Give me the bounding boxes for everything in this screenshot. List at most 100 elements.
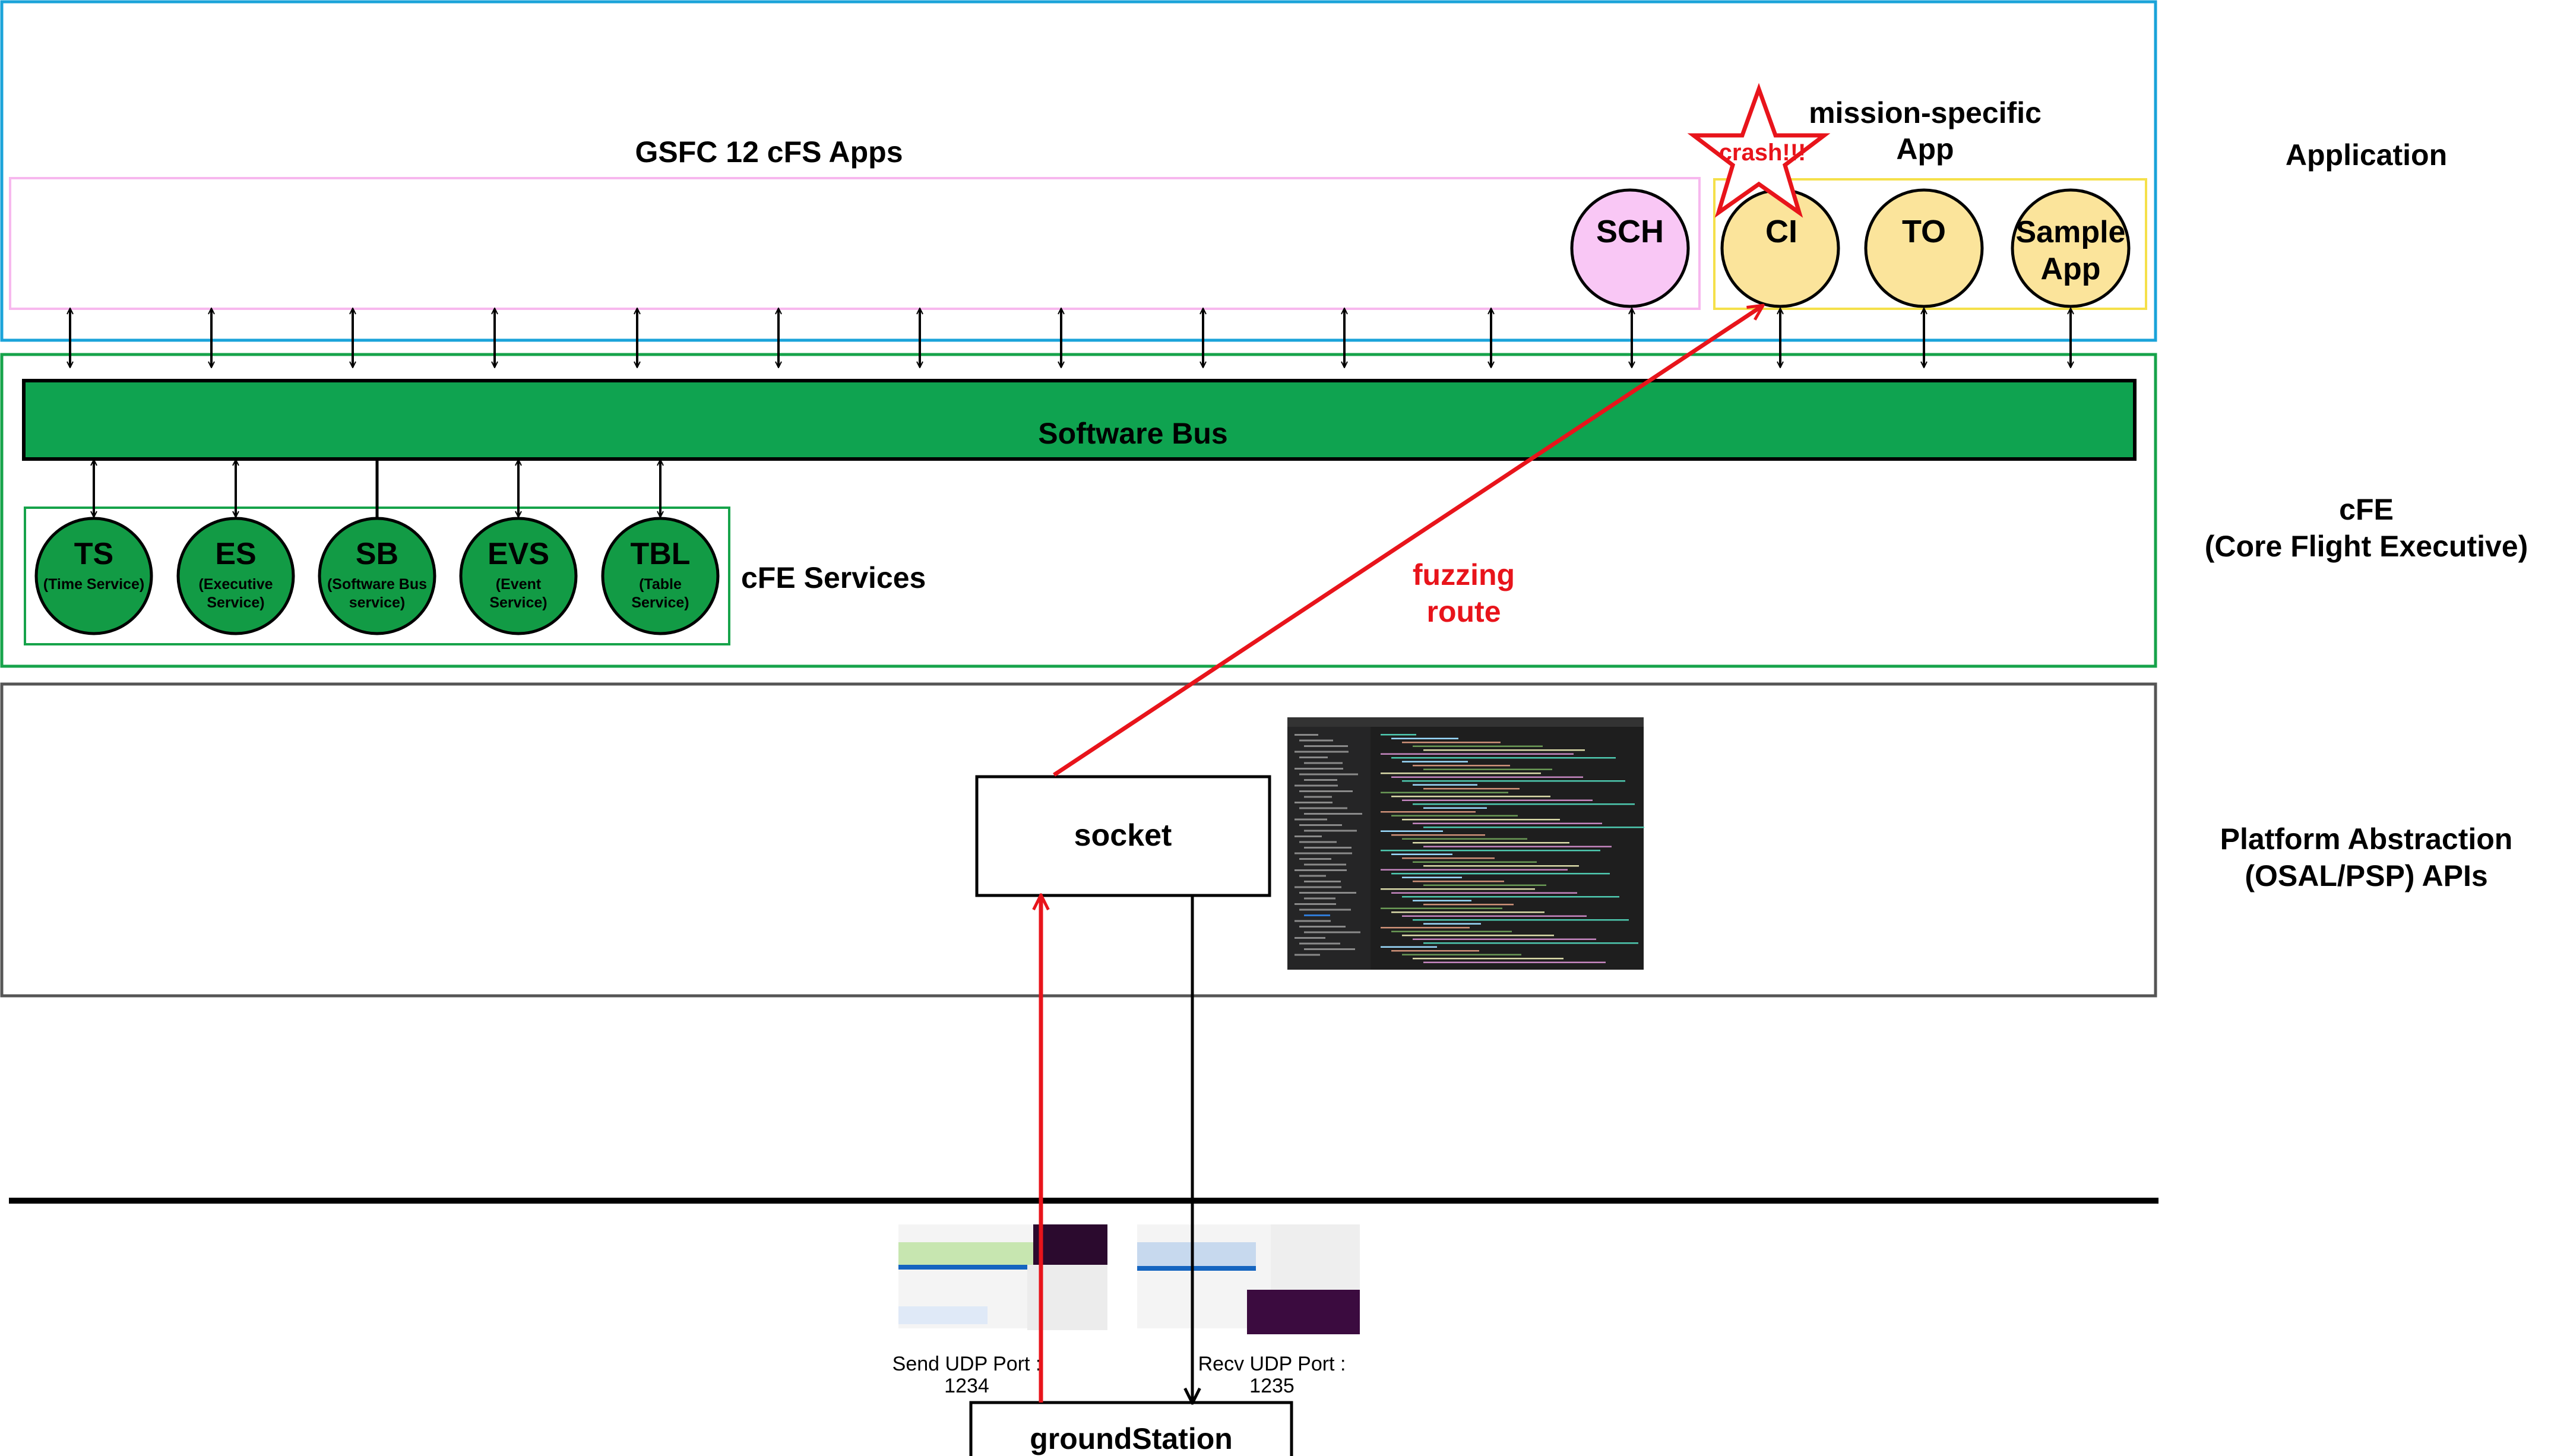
code-line: [1423, 768, 1552, 770]
application-layer-frame: [0, 0, 2157, 342]
ground-station-label: groundStation: [1030, 1422, 1233, 1455]
code-line: [1413, 842, 1569, 844]
service-desc1-sb: (Software Bus: [327, 576, 427, 593]
software-bus-label: Software Bus: [1038, 417, 1228, 450]
service-circle-evs: [459, 517, 578, 635]
bus-connector-arrows: [70, 309, 2071, 517]
service-desc2-evs: Service): [489, 594, 547, 611]
code-line: [1423, 865, 1579, 867]
code-line: [1381, 907, 1502, 909]
application-layer-label: Application: [2286, 138, 2447, 172]
service-circle-tbl: [601, 517, 720, 635]
service-abbr-evs: EVS: [488, 537, 549, 571]
code-line: [1391, 873, 1610, 875]
code-line: [1381, 734, 1416, 736]
explorer-line: [1304, 948, 1355, 950]
code-line: [1391, 853, 1452, 855]
platform-layer-label-line2: (OSAL/PSP) APIs: [2245, 859, 2487, 892]
crash-star-icon: [1687, 83, 1831, 218]
explorer-line: [1295, 768, 1343, 770]
code-line: [1423, 923, 1481, 925]
code-line: [1391, 757, 1616, 759]
code-line: [1423, 788, 1520, 790]
platform-layer-label-line1: Platform Abstraction: [2220, 822, 2513, 856]
explorer-line: [1295, 886, 1341, 888]
software-bus-bar: [22, 379, 2137, 461]
explorer-line: [1299, 858, 1331, 860]
code-line: [1381, 850, 1600, 852]
sch-app-label: SCH: [1596, 214, 1664, 249]
code-line: [1423, 749, 1585, 751]
code-line: [1402, 915, 1587, 917]
sch-app-circle: [1570, 188, 1690, 308]
explorer-line: [1304, 779, 1337, 781]
code-line: [1402, 761, 1468, 762]
explorer-line: [1304, 813, 1362, 815]
explorer-line: [1295, 852, 1352, 854]
service-abbr-tbl: TBL: [630, 537, 690, 571]
code-line: [1381, 888, 1535, 890]
socket-label: socket: [1074, 818, 1172, 853]
code-line: [1413, 881, 1504, 882]
service-desc1-evs: (Event: [496, 576, 542, 593]
explorer-line: [1295, 920, 1331, 922]
code-line: [1413, 822, 1602, 824]
cfe-service-circles: TS(Time Service)ES(ExecutiveService)SB(S…: [34, 517, 720, 635]
explorer-line: [1304, 796, 1332, 798]
explorer-line: [1295, 734, 1318, 736]
code-line: [1391, 950, 1479, 952]
code-line: [1413, 919, 1629, 921]
service-abbr-sb: SB: [356, 537, 398, 571]
explorer-line: [1304, 762, 1343, 764]
send-port-label-line1: Send UDP Port :: [892, 1353, 1042, 1375]
service-circle-es: [176, 517, 295, 635]
service-desc1-tbl: (Table: [639, 576, 682, 593]
cfe-layer-label-line2: (Core Flight Executive): [2205, 530, 2528, 563]
code-line: [1391, 834, 1485, 836]
explorer-line: [1304, 830, 1357, 832]
explorer-line: [1295, 869, 1347, 871]
explorer-line: [1299, 926, 1346, 928]
code-line: [1423, 904, 1514, 906]
code-line: [1381, 811, 1476, 813]
send-port-label-line2: 1234: [944, 1375, 989, 1397]
explorer-line: [1295, 903, 1336, 905]
recv-port-label-line2: 1235: [1249, 1375, 1295, 1397]
code-line: [1423, 961, 1606, 963]
code-line: [1402, 742, 1501, 743]
code-line: [1402, 819, 1560, 821]
code-line: [1391, 892, 1577, 894]
explorer-line: [1299, 773, 1358, 776]
gsfc-apps-box: [9, 177, 1701, 310]
send-capture-thumbnail: [898, 1224, 1107, 1330]
service-desc1-es: (Executive: [198, 576, 273, 593]
code-line: [1391, 930, 1512, 932]
code-line: [1391, 815, 1518, 816]
code-line: [1402, 780, 1625, 782]
code-line: [1423, 846, 1612, 847]
explorer-line: [1299, 892, 1356, 894]
fuzzing-route-label-line1: fuzzing: [1413, 558, 1515, 591]
cfe-services-label: cFE Services: [741, 561, 926, 594]
code-line: [1381, 946, 1437, 948]
cfe-layer-label-line1: cFE: [2339, 493, 2394, 526]
mission-apps-box: [1713, 178, 2147, 310]
code-line: [1413, 784, 1477, 786]
explorer-line: [1299, 739, 1333, 742]
explorer-line: [1295, 751, 1349, 753]
recv-capture-thumbnail: [1137, 1224, 1360, 1334]
code-line: [1381, 792, 1508, 793]
explorer-line: [1304, 914, 1330, 916]
code-line: [1391, 738, 1458, 739]
code-line: [1413, 938, 1596, 940]
explorer-line: [1299, 942, 1340, 945]
code-line: [1402, 954, 1521, 955]
explorer-line: [1299, 841, 1337, 843]
code-line: [1402, 896, 1619, 898]
code-line: [1413, 958, 1563, 960]
explorer-line: [1295, 818, 1327, 821]
code-line: [1381, 927, 1470, 929]
code-line: [1402, 876, 1462, 878]
fuzzing-route-label-line2: route: [1427, 595, 1501, 628]
code-line: [1423, 942, 1638, 944]
